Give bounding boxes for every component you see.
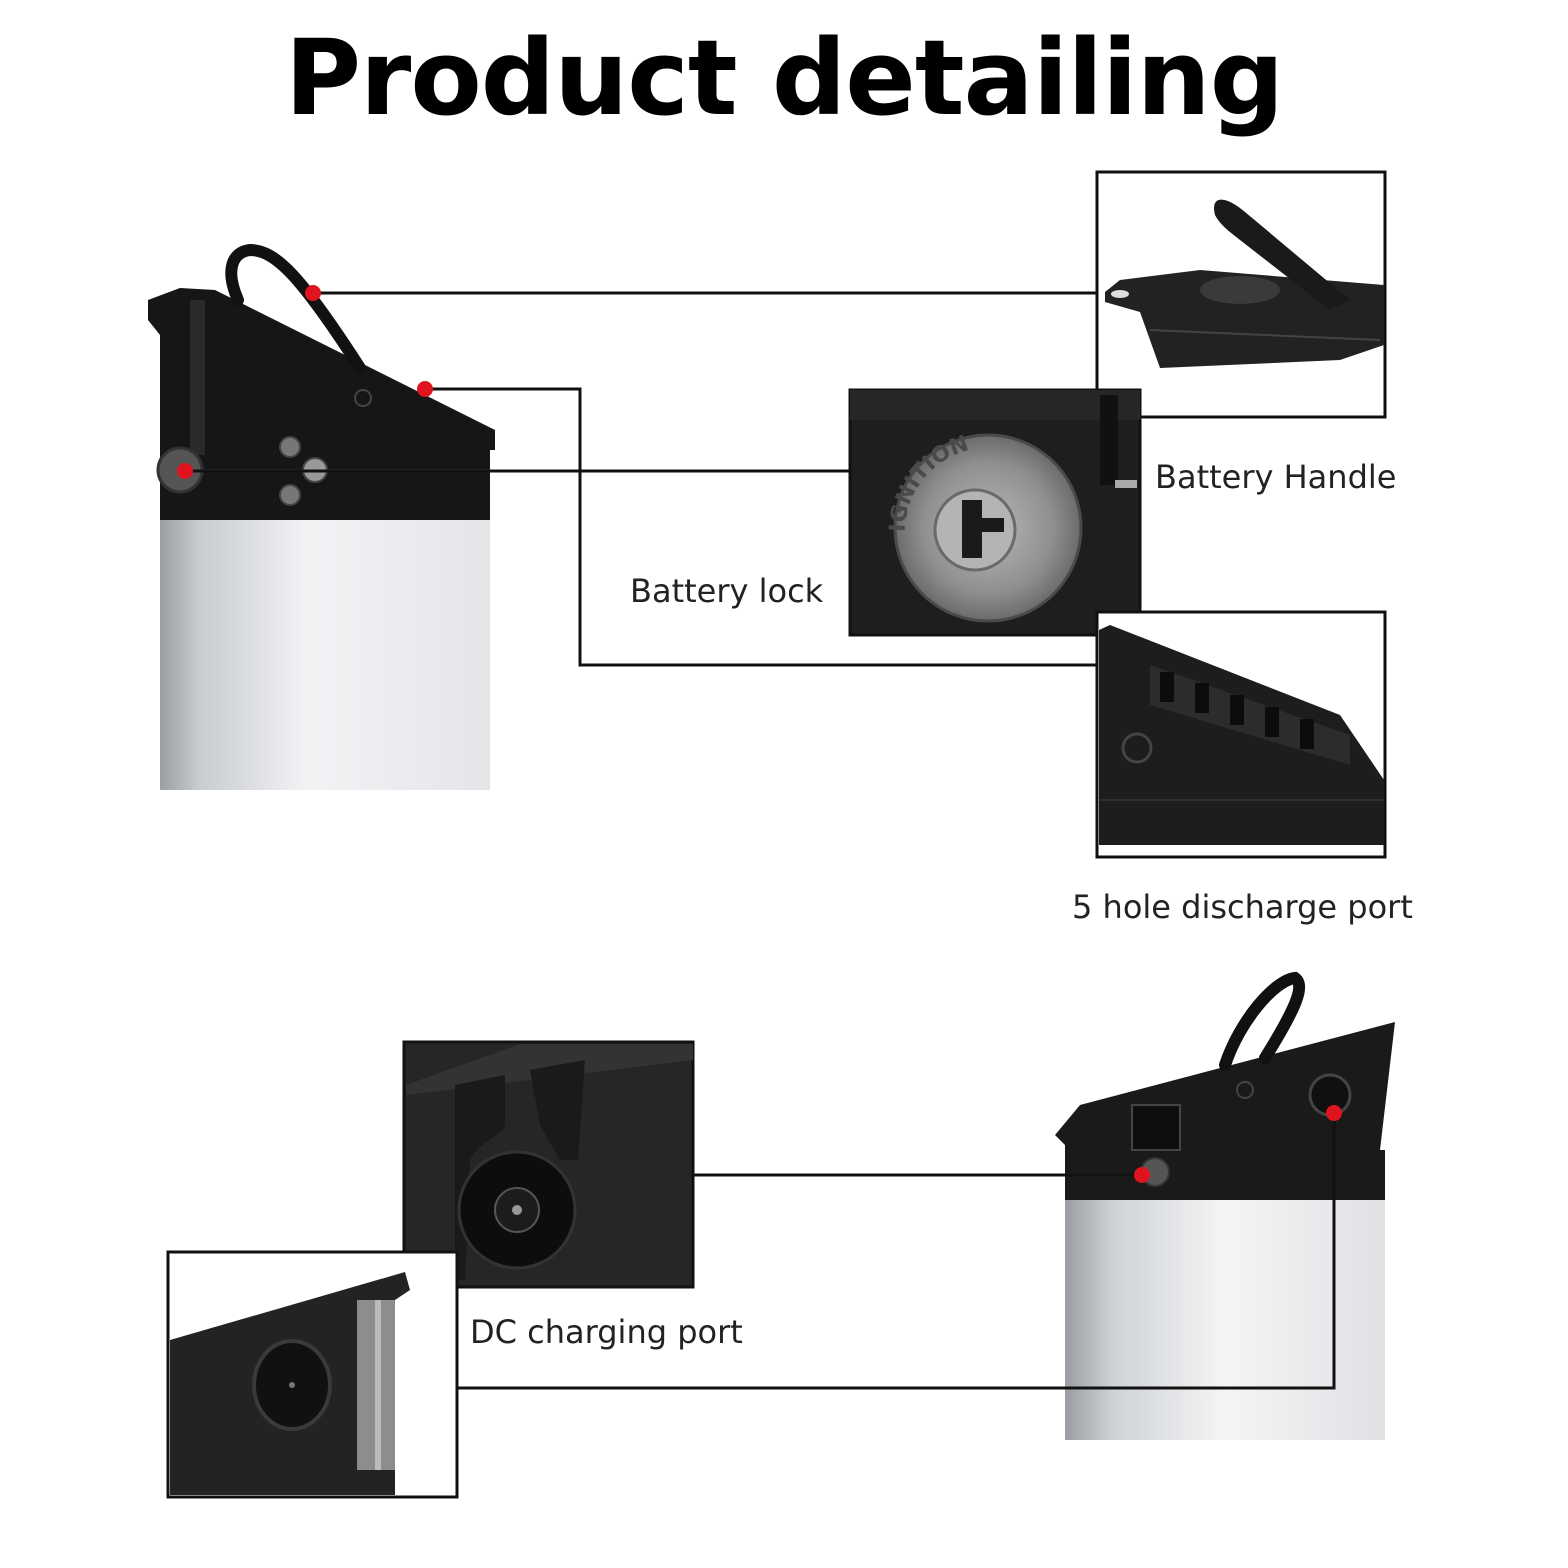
battery-handle-closeup xyxy=(1095,170,1387,419)
screw xyxy=(279,436,301,458)
leader-lines-top xyxy=(185,291,1097,667)
marker-dot-handle xyxy=(305,285,321,301)
handle-flap xyxy=(1214,199,1350,310)
discharge-port-closeup xyxy=(1095,610,1387,859)
top-housing xyxy=(1055,1022,1395,1200)
discharge-leader-line xyxy=(425,387,1097,667)
screw xyxy=(279,484,301,506)
battery-lock-label: Battery lock xyxy=(630,572,824,610)
lock-side-closeup xyxy=(166,1250,459,1499)
battery-lock-closeup: IGNITION xyxy=(848,388,1142,637)
marker-dot-lock-side xyxy=(1326,1105,1342,1121)
dc-charging-port-closeup xyxy=(402,1040,695,1289)
marker-dot-discharge xyxy=(417,381,433,397)
top-housing xyxy=(148,288,495,520)
handle-loop xyxy=(1219,971,1306,1071)
battery-handle-label: Battery Handle xyxy=(1155,458,1397,496)
discharge-port-label: 5 hole discharge port xyxy=(1072,888,1413,926)
discharge-socket xyxy=(1131,1104,1181,1151)
marker-dot-dc xyxy=(1134,1167,1150,1183)
dc-charging-port-label: DC charging port xyxy=(470,1313,743,1351)
leader-lines-bottom xyxy=(458,1113,1336,1390)
battery-side-view xyxy=(1055,971,1395,1440)
discharge-pins xyxy=(1160,672,1314,749)
battery-top-view xyxy=(148,243,495,790)
aluminium-body xyxy=(160,505,490,790)
handle-loop xyxy=(225,243,366,374)
marker-dot-lock xyxy=(177,463,193,479)
aluminium-body xyxy=(1065,1190,1385,1440)
page-title: Product detailing xyxy=(284,17,1284,139)
lock-side-leader-line xyxy=(458,1113,1336,1390)
